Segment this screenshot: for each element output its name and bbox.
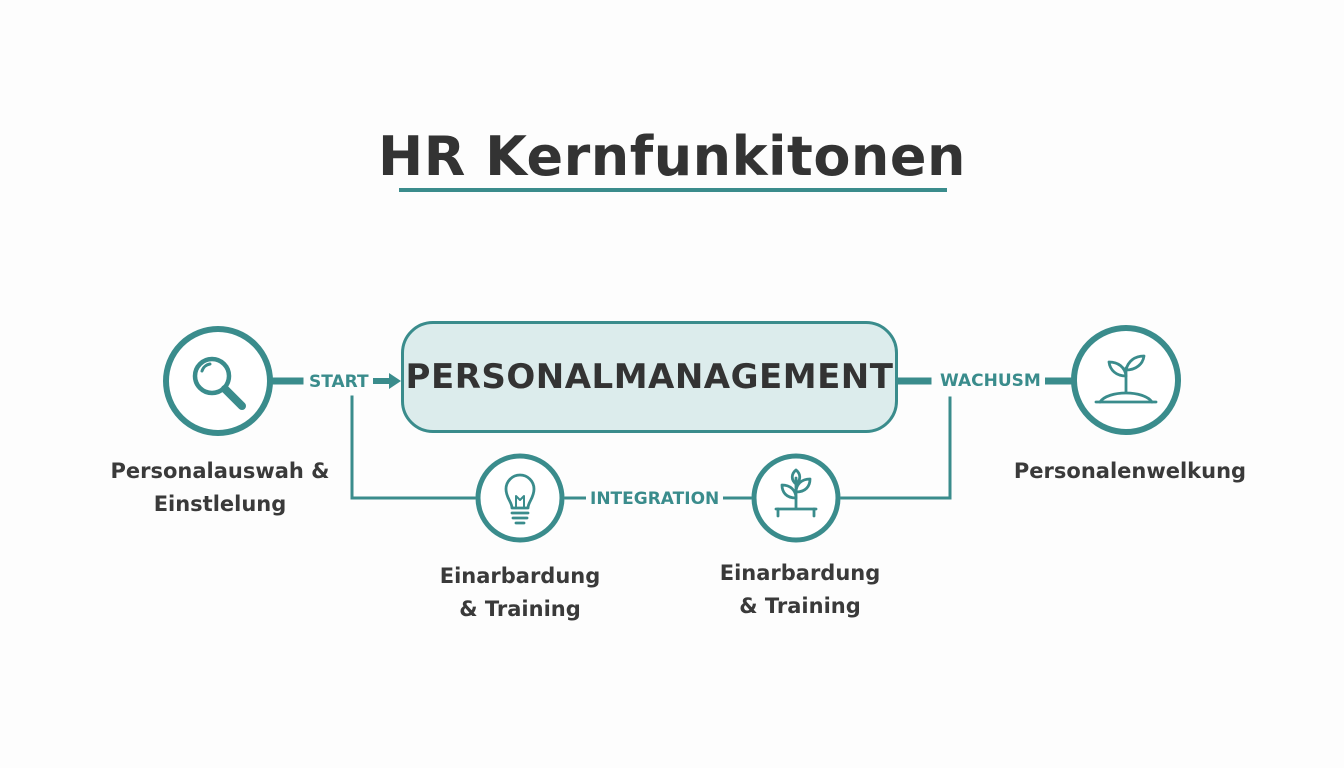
- arrowhead-start: [389, 373, 401, 389]
- plant-icon: [774, 468, 818, 518]
- start-label: START: [305, 371, 373, 393]
- node-onboarding-label: Einarbardung & Training: [439, 564, 601, 621]
- title-underline: [399, 188, 947, 192]
- hub-label: PERSONALMANAGEMENT: [405, 357, 894, 397]
- connector-loop-left: [350, 395, 476, 500]
- node-training-circle: [751, 453, 841, 543]
- node-recruiting-circle: [163, 326, 273, 436]
- connector-loop-right: [840, 396, 952, 500]
- node-development-circle: [1071, 325, 1181, 435]
- node-development-label: Personalenwelkung: [1013, 459, 1247, 483]
- magnifier-icon: [192, 356, 246, 410]
- integration-label: INTEGRATION: [586, 488, 724, 510]
- node-onboarding-circle: [475, 453, 565, 543]
- node-recruiting-label: Personalauswah & Einstlelung: [110, 459, 330, 516]
- sprout-icon: [1094, 354, 1158, 404]
- hub-box: PERSONALMANAGEMENT: [401, 321, 898, 433]
- page-title: HR Kernfunkitonen: [378, 125, 966, 188]
- lightbulb-icon: [504, 473, 536, 525]
- node-training-label: Einarbardung & Training: [719, 561, 881, 618]
- growth-label: WACHUSM: [936, 370, 1045, 392]
